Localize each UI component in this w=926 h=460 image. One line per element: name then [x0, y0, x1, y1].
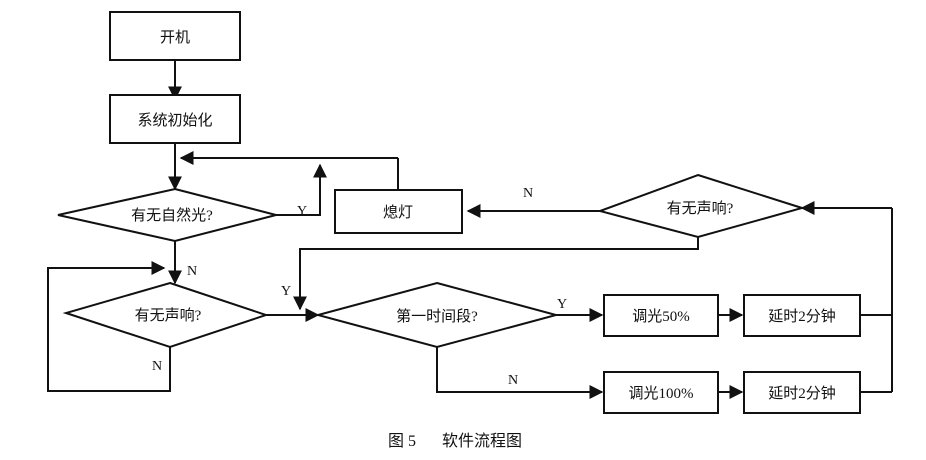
- dim100-label: 调光100%: [629, 385, 694, 402]
- edge-sound-right-yes: [293, 237, 699, 311]
- node-delay-top[interactable]: 延时2分钟: [743, 294, 861, 337]
- node-lights-off[interactable]: 熄灯: [334, 189, 463, 234]
- natural-light-label: 有无自然光?: [131, 207, 213, 224]
- dim50-label: 调光50%: [632, 308, 690, 325]
- dim100-box[interactable]: [603, 371, 719, 414]
- first-period-label: 第一时间段?: [396, 307, 478, 325]
- sound-left-label: 有无声响?: [135, 306, 202, 324]
- delay-top-label: 延时2分钟: [768, 308, 836, 325]
- edge-first-period-no: [436, 347, 604, 399]
- node-natural-light[interactable]: 有无自然光?: [57, 187, 277, 243]
- lights-off-label: 熄灯: [383, 204, 413, 221]
- sound-right-diamond[interactable]: [596, 173, 806, 239]
- node-start[interactable]: 开机: [109, 11, 241, 61]
- caption-number: 图 5: [388, 433, 416, 450]
- edge-sound-left-no: [47, 261, 171, 392]
- label-sound-left-yes: Y: [281, 284, 291, 299]
- dim50-box[interactable]: [603, 294, 719, 337]
- node-sound-left[interactable]: 有无声响?: [62, 281, 270, 349]
- lights-off-box[interactable]: [334, 189, 463, 234]
- first-period-diamond[interactable]: [314, 281, 560, 349]
- caption-title: 软件流程图: [442, 432, 522, 450]
- label-natural-light-no: N: [187, 264, 197, 279]
- delay-bottom-label: 延时2分钟: [768, 385, 836, 402]
- natural-light-diamond[interactable]: [57, 187, 277, 243]
- node-dim50[interactable]: 调光50%: [603, 294, 719, 337]
- label-natural-light-yes: Y: [297, 204, 307, 219]
- init-box[interactable]: [109, 94, 241, 144]
- sound-right-label: 有无声响?: [667, 199, 734, 217]
- sound-left-diamond[interactable]: [62, 281, 270, 349]
- delay-top-box[interactable]: [743, 294, 861, 337]
- label-sound-right-no: N: [523, 186, 533, 201]
- label-sound-left-no: N: [152, 359, 162, 374]
- node-first-period[interactable]: 第一时间段?: [314, 281, 560, 349]
- edges: [47, 60, 893, 399]
- start-label: 开机: [160, 29, 190, 46]
- node-init[interactable]: 系统初始化: [109, 94, 241, 144]
- node-delay-bottom[interactable]: 延时2分钟: [743, 371, 861, 414]
- edge-labels: Y N N Y N Y N: [152, 186, 567, 388]
- init-label: 系统初始化: [137, 112, 212, 129]
- label-first-period-yes: Y: [557, 297, 567, 312]
- delay-bottom-box[interactable]: [743, 371, 861, 414]
- start-box[interactable]: [109, 11, 241, 61]
- figure-caption: 图 5 软件流程图: [388, 432, 522, 450]
- label-first-period-no: N: [508, 373, 518, 388]
- node-dim100[interactable]: 调光100%: [603, 371, 719, 414]
- edge-natural-light-yes: [276, 163, 327, 216]
- node-sound-right[interactable]: 有无声响?: [596, 173, 806, 239]
